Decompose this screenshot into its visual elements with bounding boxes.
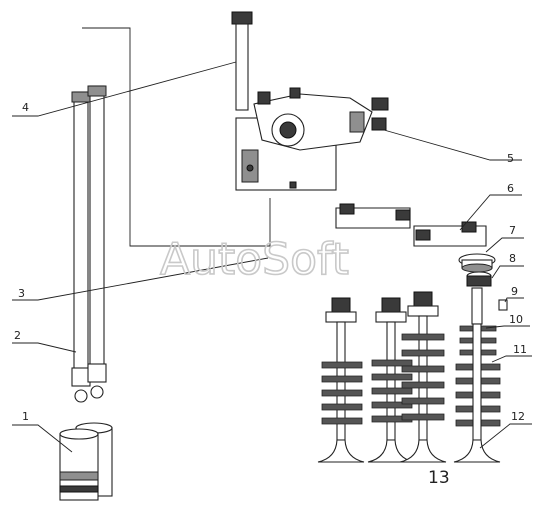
page-number: 13	[428, 468, 450, 488]
valve-assembly-1	[317, 297, 365, 463]
pushrod-right-cap	[87, 85, 107, 97]
leader-9	[504, 297, 524, 303]
part-valve-collet[interactable]	[498, 299, 508, 311]
leader-7	[485, 237, 524, 253]
callout-3: 3	[18, 287, 25, 300]
pushrod-left-ball	[74, 389, 88, 403]
valve-assembly-3	[399, 291, 447, 463]
callout-9: 9	[511, 285, 518, 298]
leader-1	[12, 424, 73, 453]
valve-assembly-4	[453, 287, 501, 463]
callout-2: 2	[14, 329, 21, 342]
pushrod-right	[89, 85, 105, 369]
leader-8	[491, 265, 524, 279]
callout-8: 8	[509, 252, 516, 265]
pushrod-left-cap	[71, 91, 91, 103]
leader-11	[491, 355, 532, 363]
pushrod-left	[73, 91, 89, 375]
valve-assembly-2	[367, 297, 415, 463]
callout-1: 1	[22, 410, 29, 423]
leader-3	[12, 257, 269, 301]
leader-12	[479, 423, 532, 449]
bolt-shank	[235, 23, 249, 111]
callout-7: 7	[509, 224, 516, 237]
callout-4: 4	[22, 101, 29, 114]
callout-5: 5	[507, 152, 514, 165]
callout-6: 6	[507, 182, 514, 195]
part-bolt[interactable]	[231, 11, 253, 111]
part-valve-rotator[interactable]	[466, 271, 492, 287]
pushrod-right-ball	[90, 385, 104, 399]
watermark-text: AutoSoft	[160, 234, 349, 285]
callout-10: 10	[509, 313, 523, 326]
part-rocker-assembly[interactable]	[235, 87, 389, 191]
leader-4	[12, 61, 237, 117]
leader-2	[12, 342, 77, 353]
part-valve-bridges[interactable]	[335, 203, 487, 247]
callout-12: 12	[511, 410, 525, 423]
part-pushrods[interactable]	[71, 85, 107, 403]
assembly-frame-line	[82, 27, 271, 247]
part-spring-retainer[interactable]	[458, 253, 496, 273]
part-tappets[interactable]	[59, 422, 113, 501]
callout-11: 11	[513, 343, 527, 356]
part-valve-assemblies[interactable]	[317, 287, 501, 463]
leader-6	[459, 194, 522, 231]
leader-10	[485, 325, 530, 329]
bolt-head	[231, 11, 253, 25]
pushrod-right-foot	[87, 363, 107, 383]
leader-5	[383, 129, 522, 161]
pushrod-left-foot	[71, 367, 91, 387]
